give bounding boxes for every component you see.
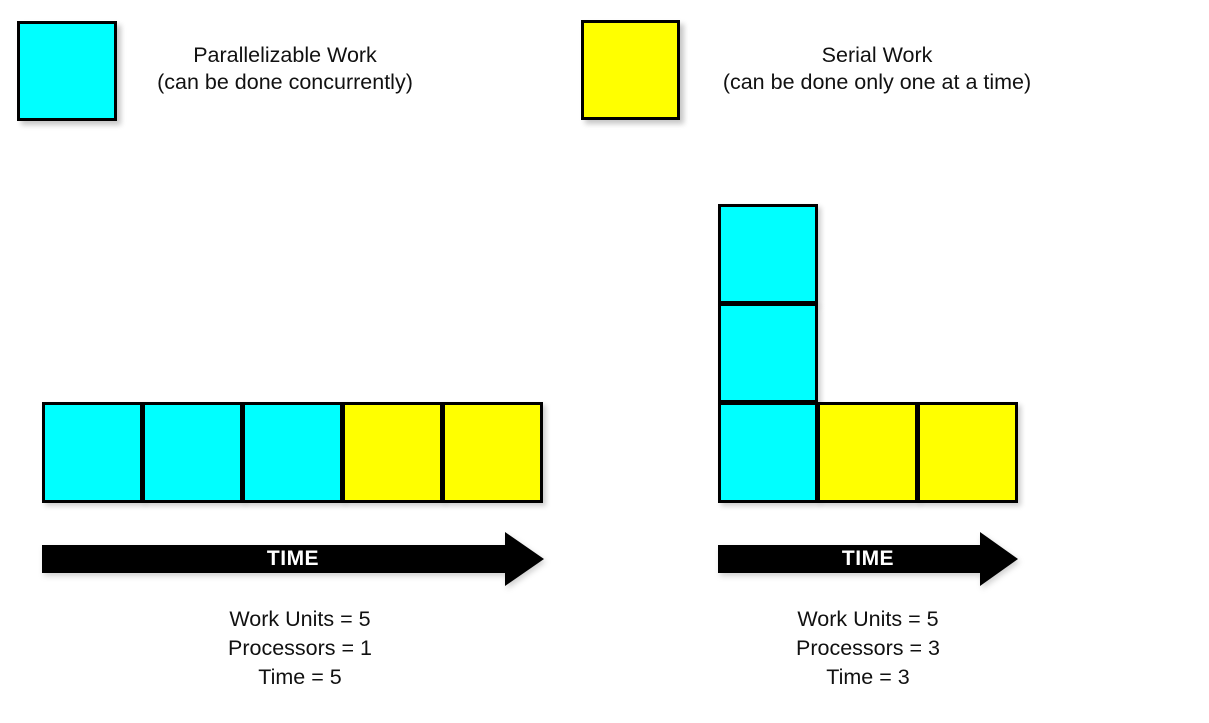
legend-serial-label: Serial Work (can be done only one at a t… [703, 42, 1051, 96]
work-block-serial[interactable] [342, 402, 443, 503]
legend-parallelizable-subtitle: (can be done concurrently) [157, 70, 413, 94]
time-arrow-single-processor: TIME [42, 532, 544, 586]
caption-three-processor: Work Units = 5 Processors = 3 Time = 3 [688, 605, 1048, 692]
caption-work-units: Work Units = 5 [229, 607, 371, 631]
work-block-parallelizable[interactable] [42, 402, 143, 503]
work-block-parallelizable[interactable] [718, 303, 818, 403]
diagram-three-processor: TIME Work Units = 5 Processors = 3 Time … [600, 0, 1209, 723]
caption-single-processor: Work Units = 5 Processors = 1 Time = 5 [120, 605, 480, 692]
caption-processors: Processors = 3 [796, 636, 940, 660]
legend-parallelizable-title: Parallelizable Work [193, 43, 377, 67]
caption-time: Time = 5 [258, 665, 342, 689]
work-block-parallelizable[interactable] [242, 402, 343, 503]
legend-yellow-swatch [581, 20, 680, 120]
work-block-serial[interactable] [442, 402, 543, 503]
legend: Parallelizable Work (can be done concurr… [0, 0, 1209, 140]
diagram-single-processor: TIME Work Units = 5 Processors = 1 Time … [0, 0, 600, 723]
work-block-parallelizable[interactable] [142, 402, 243, 503]
legend-serial-subtitle: (can be done only one at a time) [722, 70, 1032, 94]
block-grid-three-processor [718, 204, 1018, 503]
legend-serial-title: Serial Work [821, 43, 933, 67]
caption-time: Time = 3 [826, 665, 910, 689]
work-block-serial[interactable] [917, 402, 1018, 503]
legend-cyan-swatch [17, 21, 117, 121]
work-block-serial[interactable] [817, 402, 918, 503]
time-arrow-three-processor: TIME [718, 532, 1018, 586]
work-block-parallelizable[interactable] [718, 402, 818, 503]
caption-processors: Processors = 1 [228, 636, 372, 660]
legend-parallelizable-label: Parallelizable Work (can be done concurr… [140, 42, 430, 96]
work-block-parallelizable[interactable] [718, 204, 818, 304]
block-grid-single-processor [42, 402, 544, 503]
caption-work-units: Work Units = 5 [797, 607, 939, 631]
